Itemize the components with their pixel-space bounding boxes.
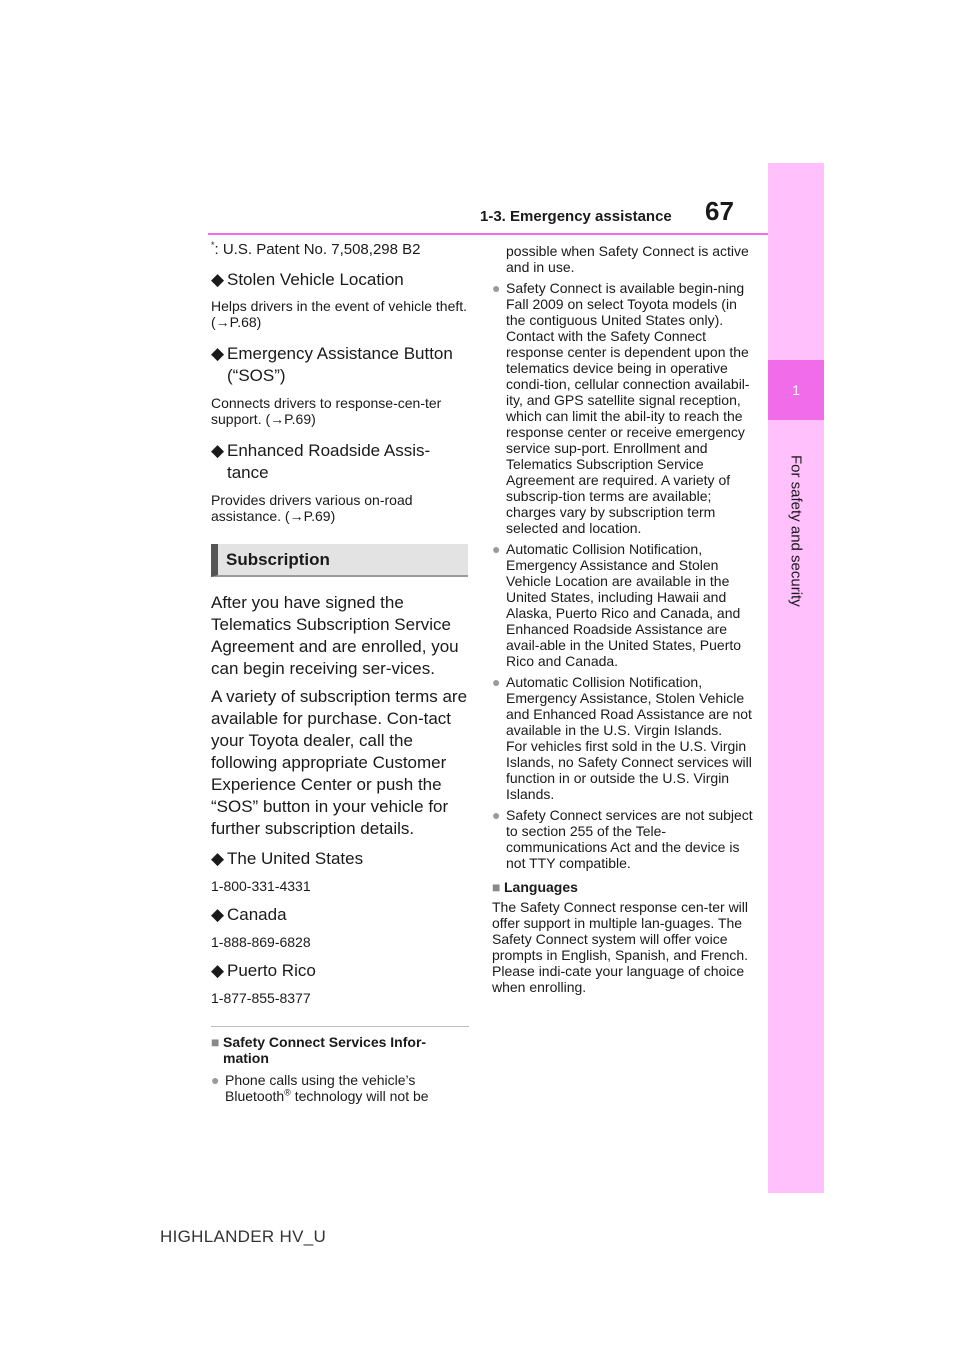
section-title: 1-3. Emergency assistance (480, 208, 672, 225)
service-item: ◆ Stolen Vehicle Location (211, 269, 471, 291)
diamond-bullet-icon: ◆ (211, 961, 225, 980)
note-bullet: ● Phone calls using the vehicle’s Blueto… (211, 1072, 471, 1104)
diamond-bullet-icon: ◆ (211, 270, 225, 289)
model-footer: HIGHLANDER HV_U (160, 1227, 327, 1246)
note-bullet: ● Safety Connect is available begin-ning… (492, 280, 754, 536)
region-item: ◆ Canada (211, 904, 471, 926)
square-bullet-icon: ■ (492, 879, 501, 895)
region-item: ◆ The United States (211, 848, 471, 870)
footnote-star: * (211, 240, 215, 250)
note-bullet: ● Safety Connect services are not subjec… (492, 807, 754, 871)
region-phone: 1-877-855-8377 (211, 990, 311, 1006)
region-phone: 1-888-869-6828 (211, 934, 311, 950)
service-item: ◆ Enhanced Roadside Assis-tance (211, 440, 471, 484)
continued-paragraph: possible when Safety Connect is active a… (506, 243, 749, 275)
note-text-part: For vehicles first sold in the U.S. Virg… (506, 738, 752, 802)
subscription-title: Subscription (226, 549, 330, 569)
service-description: Connects drivers to response-cen-ter sup… (211, 395, 442, 427)
circle-bullet-icon: ● (211, 1072, 220, 1088)
patent-text: : U.S. Patent No. 7,508,298 B2 (214, 241, 421, 258)
region-phone: 1-800-331-4331 (211, 878, 311, 894)
region-item: ◆ Puerto Rico (211, 960, 471, 982)
chapter-label: For safety and security (787, 455, 805, 607)
indent-spacer (492, 243, 506, 275)
note-bullet-text: Automatic Collision Notification, Emerge… (506, 541, 742, 669)
diamond-bullet-icon: ◆ (211, 441, 225, 460)
note-title: Safety Connect Services Infor-mation (223, 1034, 427, 1066)
chapter-number-tab: 1 (768, 360, 824, 420)
registered-mark: ® (284, 1087, 291, 1098)
note-text-part: technology will not be (290, 1088, 429, 1104)
page-number: 67 (705, 196, 734, 226)
languages-title: Languages (504, 879, 578, 895)
note-bullet-text: Automatic Collision Notification, Emerge… (506, 674, 754, 802)
region-name: Puerto Rico (227, 961, 316, 980)
chapter-side-tab (768, 163, 824, 1193)
note-text-part: Phone calls using the vehicle’s Bluetoot… (225, 1072, 416, 1104)
diamond-bullet-icon: ◆ (211, 905, 225, 924)
service-description: Provides drivers various on-road assista… (211, 492, 413, 524)
circle-bullet-icon: ● (492, 674, 501, 690)
subscription-paragraph: After you have signed the Telematics Sub… (211, 593, 459, 678)
note-bullet: ● Automatic Collision Notification, Emer… (492, 674, 754, 802)
circle-bullet-icon: ● (492, 807, 501, 823)
note-heading: ■ Safety Connect Services Infor-mation (211, 1034, 471, 1066)
service-description: Helps drivers in the event of vehicle th… (211, 298, 468, 330)
region-name: The United States (227, 849, 364, 868)
service-heading: Enhanced Roadside Assis-tance (227, 441, 431, 482)
header-divider (208, 233, 768, 235)
region-name: Canada (227, 905, 287, 924)
left-column: *: U.S. Patent No. 7,508,298 B2 ◆ Stolen… (211, 240, 471, 1104)
subscription-heading: Subscription (211, 544, 468, 577)
service-item: ◆ Emergency Assistance Button (“SOS”) (211, 343, 471, 387)
diamond-bullet-icon: ◆ (211, 344, 225, 363)
note-text-part: Automatic Collision Notification, Emerge… (506, 674, 752, 738)
service-heading: Stolen Vehicle Location (227, 270, 404, 289)
note-bullet-text: Phone calls using the vehicle’s Bluetoot… (225, 1072, 471, 1104)
subscription-paragraph: A variety of subscription terms are avai… (211, 687, 468, 838)
right-column: possible when Safety Connect is active a… (492, 243, 754, 995)
languages-paragraph: The Safety Connect response cen-ter will… (492, 899, 749, 995)
continued-text: possible when Safety Connect is active a… (492, 243, 754, 275)
square-bullet-icon: ■ (211, 1034, 220, 1050)
note-bullet: ● Automatic Collision Notification, Emer… (492, 541, 754, 669)
note-bullet-text: Safety Connect services are not subject … (506, 807, 753, 871)
note-divider (211, 1026, 469, 1027)
diamond-bullet-icon: ◆ (211, 849, 225, 868)
patent-footnote: *: U.S. Patent No. 7,508,298 B2 (211, 240, 471, 260)
service-heading: Emergency Assistance Button (“SOS”) (227, 344, 453, 385)
note-bullet-text: Safety Connect is available begin-ning F… (506, 280, 750, 536)
languages-heading: ■ Languages (492, 879, 754, 895)
circle-bullet-icon: ● (492, 280, 501, 296)
circle-bullet-icon: ● (492, 541, 501, 557)
